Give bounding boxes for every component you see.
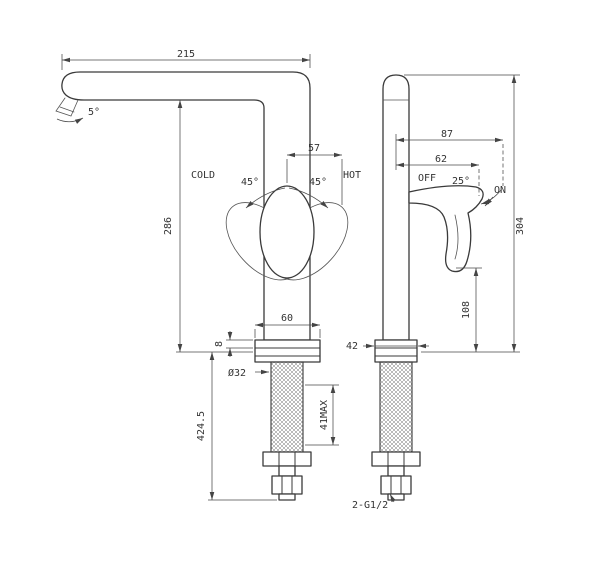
dim-8-label: 8 [214, 341, 225, 347]
hose-end-front [278, 493, 296, 501]
hose-tube-side [387, 465, 405, 477]
swing-arc-right [288, 187, 329, 209]
locknut-front [262, 451, 312, 467]
extension-line [226, 339, 253, 349]
handle-front [259, 185, 315, 279]
dim-5deg-label: 5° [88, 107, 100, 118]
dim-108-label: 108 [461, 301, 472, 319]
dim-60-label: 60 [281, 313, 293, 324]
dim-62-label: 62 [435, 154, 447, 165]
dim-25deg-label: 25° [452, 176, 470, 187]
extension-line [254, 329, 321, 338]
dim-45-left-label: 45° [241, 177, 259, 188]
extension-line [286, 159, 343, 205]
locknut-side [371, 451, 421, 467]
dim-87-label: 87 [441, 129, 453, 140]
side-dimensions: 87 62 OFF 25° ON 108 304 42 2-G1/2 [346, 74, 526, 511]
label-cold: COLD [191, 170, 215, 181]
body-side-outline [382, 74, 410, 341]
dim-42-label: 42 [346, 341, 358, 352]
hose-nut-front-flats [281, 475, 293, 495]
locknut-side-flats [387, 451, 405, 467]
front-view [55, 71, 349, 501]
dim-304-label: 304 [515, 217, 526, 235]
hose-nut-front [271, 475, 303, 495]
dim-45-right-label: 45° [309, 177, 327, 188]
spout-nozzle [55, 97, 79, 117]
hose-end-side [387, 493, 405, 501]
locknut-front-flats [278, 451, 296, 467]
on-leader [484, 196, 494, 207]
thread-leader [389, 493, 396, 503]
handle-side [408, 185, 484, 273]
dim-5deg-arc [56, 117, 84, 124]
dim-286-label: 286 [163, 217, 174, 235]
dim-41max-label: 41MAX [319, 400, 330, 430]
label-hot: HOT [343, 170, 361, 181]
dim-57-label: 57 [308, 143, 320, 154]
label-off: OFF [418, 173, 436, 184]
base-front [254, 339, 321, 363]
threaded-shank-side [379, 361, 413, 453]
dia-32-label: Ø32 [228, 367, 246, 379]
front-dimensions: 215 5° 286 COLD HOT 57 45° 45° 60 8 Ø32 … [56, 49, 361, 501]
base-side-lines [374, 347, 418, 357]
dim-424-label: 424.5 [196, 411, 207, 441]
threaded-shank-front [270, 361, 304, 453]
base-side [374, 339, 418, 363]
label-thread: 2-G1/2 [352, 500, 388, 511]
hose-nut-side-flats [390, 475, 402, 495]
dim-215-label: 215 [177, 49, 195, 60]
label-on: ON [494, 185, 506, 196]
side-view [371, 74, 484, 501]
base-front-lines [254, 347, 321, 357]
swing-arc-left [245, 187, 286, 209]
spout-body-outline [61, 71, 311, 341]
handle-side-detail [454, 214, 459, 260]
hose-tube-front [278, 465, 296, 477]
hose-nut-side [380, 475, 412, 495]
extension-line [404, 74, 520, 353]
